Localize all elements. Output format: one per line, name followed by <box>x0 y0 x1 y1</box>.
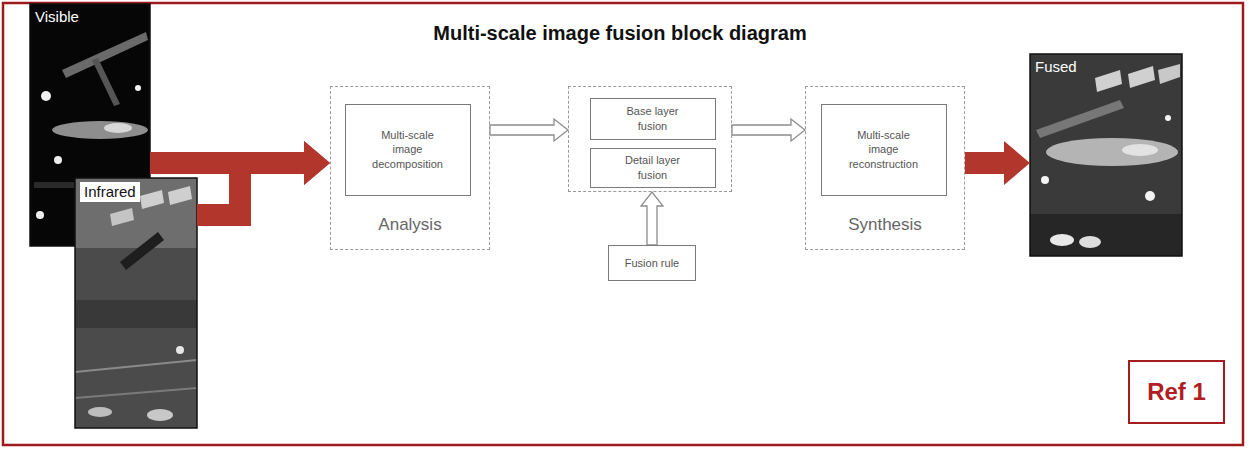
box-text: Detail layer fusion <box>613 153 693 182</box>
title-area: Multi-scale image fusion block diagram <box>330 22 910 45</box>
photo-car <box>147 409 173 421</box>
photo-structure <box>1036 100 1124 138</box>
photo-structure <box>92 58 120 106</box>
photo-sky <box>75 178 197 248</box>
box-text: Multi-scale image reconstruction <box>844 128 924 171</box>
photo-car <box>1050 234 1074 246</box>
stage-group: Analysis Multi-scale image decomposition <box>330 86 490 250</box>
photo-car <box>88 407 112 417</box>
image-label: Visible <box>35 8 79 26</box>
stage-label: Synthesis <box>848 215 922 235</box>
photo-fuselage <box>1046 138 1178 166</box>
image-panel: Infrared <box>75 178 197 428</box>
photo-light <box>1145 191 1155 201</box>
image-label: Fused <box>1035 58 1077 76</box>
image-panel: Visible <box>30 4 150 246</box>
photo-roof <box>1158 64 1180 84</box>
process-box: Detail layer fusion <box>590 148 716 188</box>
stage-group: Synthesis Multi-scale image reconstructio… <box>805 86 965 250</box>
photo-road <box>75 360 197 372</box>
process-box: Multi-scale image decomposition <box>345 104 471 196</box>
photo-pole <box>120 232 164 270</box>
photo-road <box>75 388 197 398</box>
photo-light <box>1165 115 1171 121</box>
photo-roof <box>140 190 164 209</box>
photo-light <box>36 211 44 219</box>
stage-group: Base layer fusionDetail layer fusion <box>568 86 732 192</box>
connector-group <box>490 119 568 141</box>
image-panel: Fused <box>1030 54 1182 256</box>
photo-car <box>1079 236 1101 248</box>
box-text: Multi-scale image decomposition <box>368 128 448 171</box>
photo-light <box>1041 176 1049 184</box>
process-box: Base layer fusion <box>590 98 716 140</box>
reference-tag: Ref 1 <box>1128 360 1225 424</box>
photo-structure <box>62 32 148 78</box>
red-arrow <box>197 163 305 215</box>
reference-label: Ref 1 <box>1147 378 1206 406</box>
process-box: Fusion rule <box>608 245 696 281</box>
stage-label: Analysis <box>378 215 441 235</box>
hollow-arrow <box>641 192 663 245</box>
outer-frame <box>3 3 1243 445</box>
photo-roof <box>1128 66 1155 88</box>
photo-road <box>1030 214 1182 256</box>
photo-roof <box>110 208 134 226</box>
photo-highlight <box>104 123 132 133</box>
photo-frame <box>75 178 197 428</box>
infrared-photo <box>75 178 197 428</box>
connector-group <box>732 119 805 141</box>
connector-group <box>965 141 1030 185</box>
photo-light <box>176 346 184 354</box>
photo-fuselage <box>52 121 148 139</box>
connector-group <box>641 192 663 245</box>
photo-highlight <box>1122 144 1158 156</box>
hollow-arrow <box>732 119 805 141</box>
red-arrow <box>965 141 1030 185</box>
arrow-head <box>304 141 330 185</box>
photo-roof <box>1095 70 1122 92</box>
photo-frame <box>1030 54 1182 256</box>
hollow-arrow <box>490 119 568 141</box>
connector-group <box>197 141 330 215</box>
process-box: Multi-scale image reconstruction <box>821 104 947 196</box>
fused-photo <box>1030 54 1182 256</box>
box-text: Fusion rule <box>625 256 679 270</box>
photo-structure <box>75 300 197 328</box>
photo-roof <box>168 186 192 205</box>
box-text: Base layer fusion <box>613 104 693 133</box>
photo-structure <box>34 182 74 188</box>
photo-light <box>41 91 51 101</box>
image-label: Infrared <box>80 182 140 202</box>
photo-light <box>135 85 141 91</box>
diagram-title: Multi-scale image fusion block diagram <box>330 22 910 45</box>
photo-light <box>54 156 62 164</box>
